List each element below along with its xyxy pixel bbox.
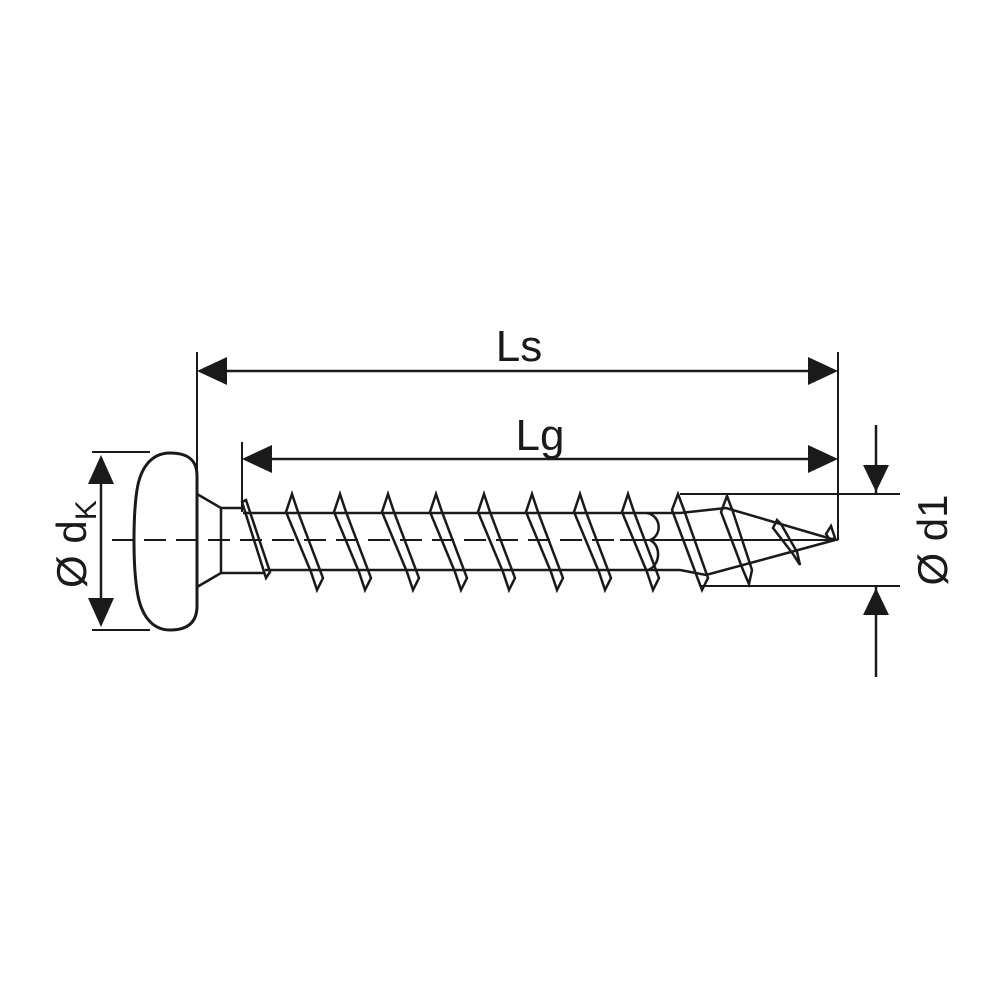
ls-arrow-right-icon bbox=[808, 357, 838, 385]
thread-flight-tip-4 bbox=[824, 523, 837, 542]
ls-dimension: Ls bbox=[196, 322, 839, 540]
lg-dimension: Lg bbox=[241, 411, 838, 512]
thread-flights bbox=[240, 490, 837, 594]
thread-flight-6 bbox=[524, 490, 565, 594]
d1-label: Ø d1 bbox=[909, 494, 956, 585]
thread-flight-tip-2 bbox=[719, 492, 754, 589]
pan-head-outline bbox=[132, 451, 199, 632]
ls-label: Ls bbox=[496, 322, 542, 371]
dk-arrow-down-icon bbox=[88, 598, 114, 627]
thread-flight-3 bbox=[380, 490, 421, 594]
tip-taper-bottom bbox=[679, 538, 836, 577]
screw-shank bbox=[221, 506, 838, 577]
lg-arrow-left-icon bbox=[242, 445, 272, 473]
thread-flight-tip-1 bbox=[670, 490, 710, 594]
thread-flight-0 bbox=[240, 498, 272, 581]
thread-flight-8 bbox=[620, 490, 661, 594]
thread-runout-arc bbox=[646, 511, 660, 572]
dk-label-text: Ø d bbox=[48, 520, 95, 588]
dk-arrow-up-icon bbox=[88, 455, 114, 484]
thread-flight-4 bbox=[428, 490, 469, 594]
thread-flight-5 bbox=[476, 490, 517, 594]
head-underside-top bbox=[196, 492, 222, 510]
d1-dimension: Ø d1 bbox=[680, 425, 956, 677]
screw-head bbox=[132, 451, 223, 632]
lg-label: Lg bbox=[516, 411, 565, 460]
head-underside-bottom bbox=[196, 571, 222, 589]
thread-flight-1 bbox=[284, 490, 325, 594]
dk-label: Ø dK bbox=[48, 500, 103, 588]
thread-flight-2 bbox=[332, 490, 373, 594]
thread-flight-tip-3 bbox=[771, 517, 802, 566]
dk-label-subscript: K bbox=[70, 500, 103, 520]
d1-arrow-down-icon bbox=[863, 465, 889, 492]
lg-arrow-right-icon bbox=[808, 445, 838, 473]
dk-dimension: Ø dK bbox=[48, 451, 150, 631]
d1-arrow-up-icon bbox=[863, 588, 889, 615]
ls-arrow-left-icon bbox=[197, 357, 227, 385]
thread-flight-7 bbox=[572, 490, 613, 594]
tip-taper-top bbox=[679, 506, 836, 542]
